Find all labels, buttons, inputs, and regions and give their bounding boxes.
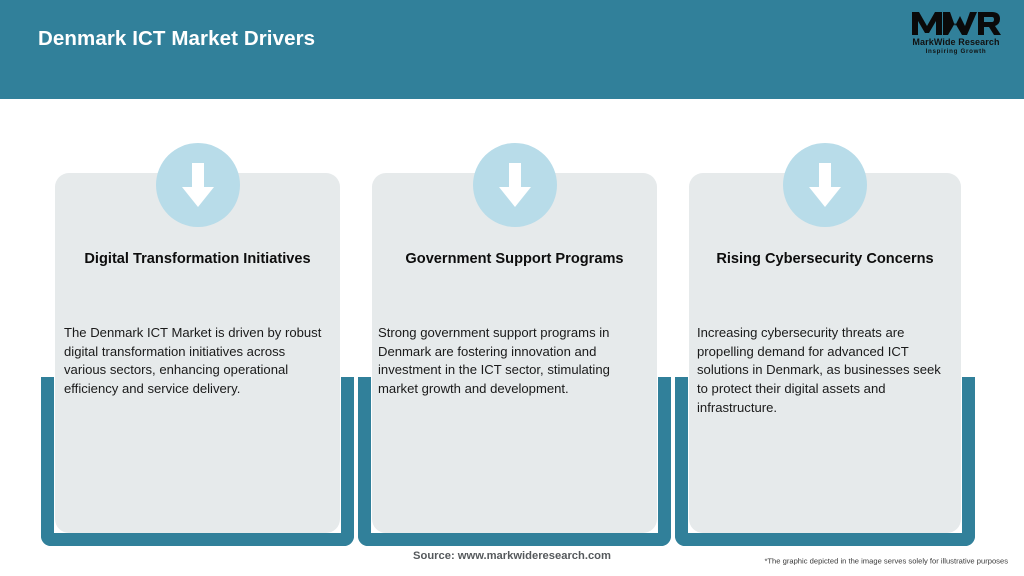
logo-company-name: MarkWide Research — [912, 37, 1000, 47]
mwr-logo-icon — [912, 12, 1001, 35]
driver-card: Digital Transformation Initiatives The D… — [41, 99, 354, 546]
card-accent-frame — [675, 377, 975, 546]
page-title: Denmark ICT Market Drivers — [38, 27, 316, 50]
logo-tagline: Inspiring Growth — [925, 48, 987, 55]
down-arrow-icon — [155, 143, 240, 227]
card-accent-frame — [41, 377, 354, 546]
down-arrow-icon — [472, 143, 557, 227]
card-title: Government Support Programs — [405, 251, 624, 267]
down-arrow-icon — [783, 143, 867, 227]
card-title: Rising Cybersecurity Concerns — [716, 251, 934, 267]
card-panel — [55, 173, 340, 533]
card-title: Digital Transformation Initiatives — [84, 251, 311, 267]
card-body-text: Increasing cybersecurity threats are pro… — [697, 325, 941, 415]
driver-card: Rising Cybersecurity Concerns Increasing… — [675, 99, 975, 546]
source-label: Source: www.markwideresearch.com — [413, 550, 611, 562]
card-accent-frame — [358, 377, 671, 546]
drivers-card-row: Digital Transformation Initiatives The D… — [0, 99, 1024, 546]
driver-card: Government Support Programs Strong gover… — [358, 99, 671, 546]
card-panel — [372, 173, 657, 533]
brand-logo: MarkWide Research Inspiring Growth — [900, 9, 1012, 61]
card-body-text: The Denmark ICT Market is driven by robu… — [64, 325, 322, 397]
header-bar: Denmark ICT Market Drivers MarkWide Rese… — [0, 0, 1024, 99]
disclaimer-note: *The graphic depicted in the image serve… — [764, 556, 1008, 566]
card-panel — [689, 173, 961, 533]
card-body-text: Strong government support programs in De… — [378, 325, 610, 397]
